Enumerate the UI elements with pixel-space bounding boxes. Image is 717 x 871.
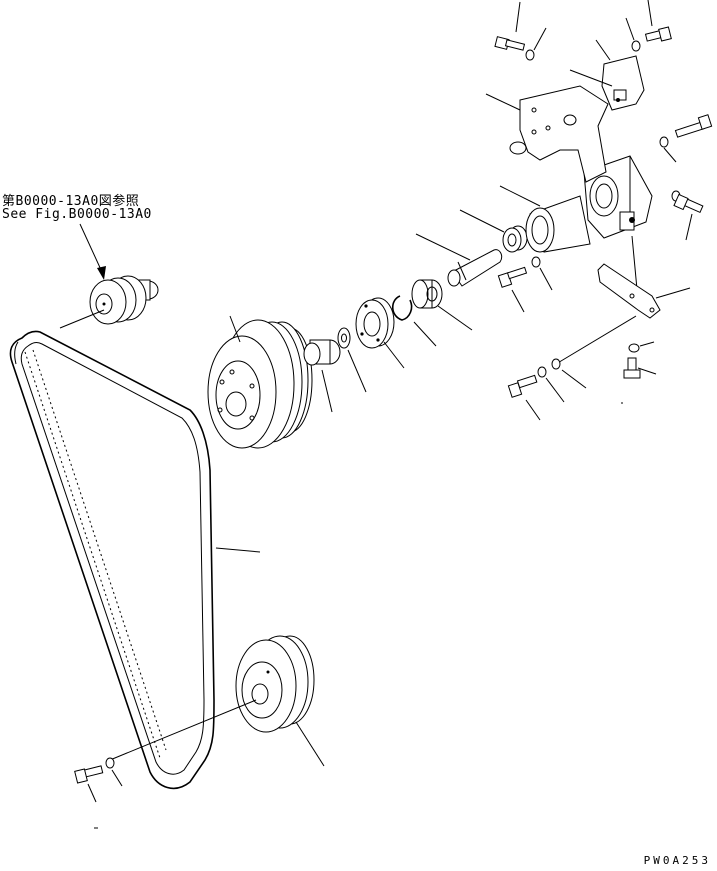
bolt-lower-mid — [497, 256, 553, 313]
washer-top-left — [525, 27, 547, 61]
bearing — [411, 279, 473, 331]
belt-leader — [215, 547, 261, 553]
crank-pulley — [109, 635, 325, 767]
hub-flange — [355, 297, 405, 369]
bolt-lower-right — [621, 341, 657, 404]
reference-arrow — [79, 223, 106, 280]
tensioner-housing — [583, 155, 653, 301]
nut — [303, 339, 341, 413]
bearing-small — [459, 209, 528, 253]
lower-bracket — [555, 263, 691, 365]
bolt-right-mid — [671, 190, 704, 241]
top-plate — [569, 39, 645, 111]
washer-top-right — [625, 17, 641, 52]
snap-ring — [391, 295, 437, 347]
crank-bolt — [74, 757, 123, 829]
bolt-top-left — [494, 1, 526, 51]
reference-label-jp: 第B0000-13A0図参照 — [2, 194, 140, 209]
fan-pulley — [207, 315, 313, 449]
drawing-code: PW0A253 — [643, 854, 711, 867]
shaft — [415, 233, 503, 287]
bolt-right-upper — [659, 114, 713, 163]
bolt-lower-left — [507, 358, 587, 421]
bolt-top-right — [644, 0, 672, 42]
reference-label-en: See Fig.B0000-13A0 — [2, 207, 152, 222]
mounting-bracket — [485, 85, 609, 183]
reference-pulley — [59, 275, 159, 329]
bushing — [499, 185, 591, 253]
washer — [337, 327, 367, 393]
v-belt — [9, 330, 215, 790]
